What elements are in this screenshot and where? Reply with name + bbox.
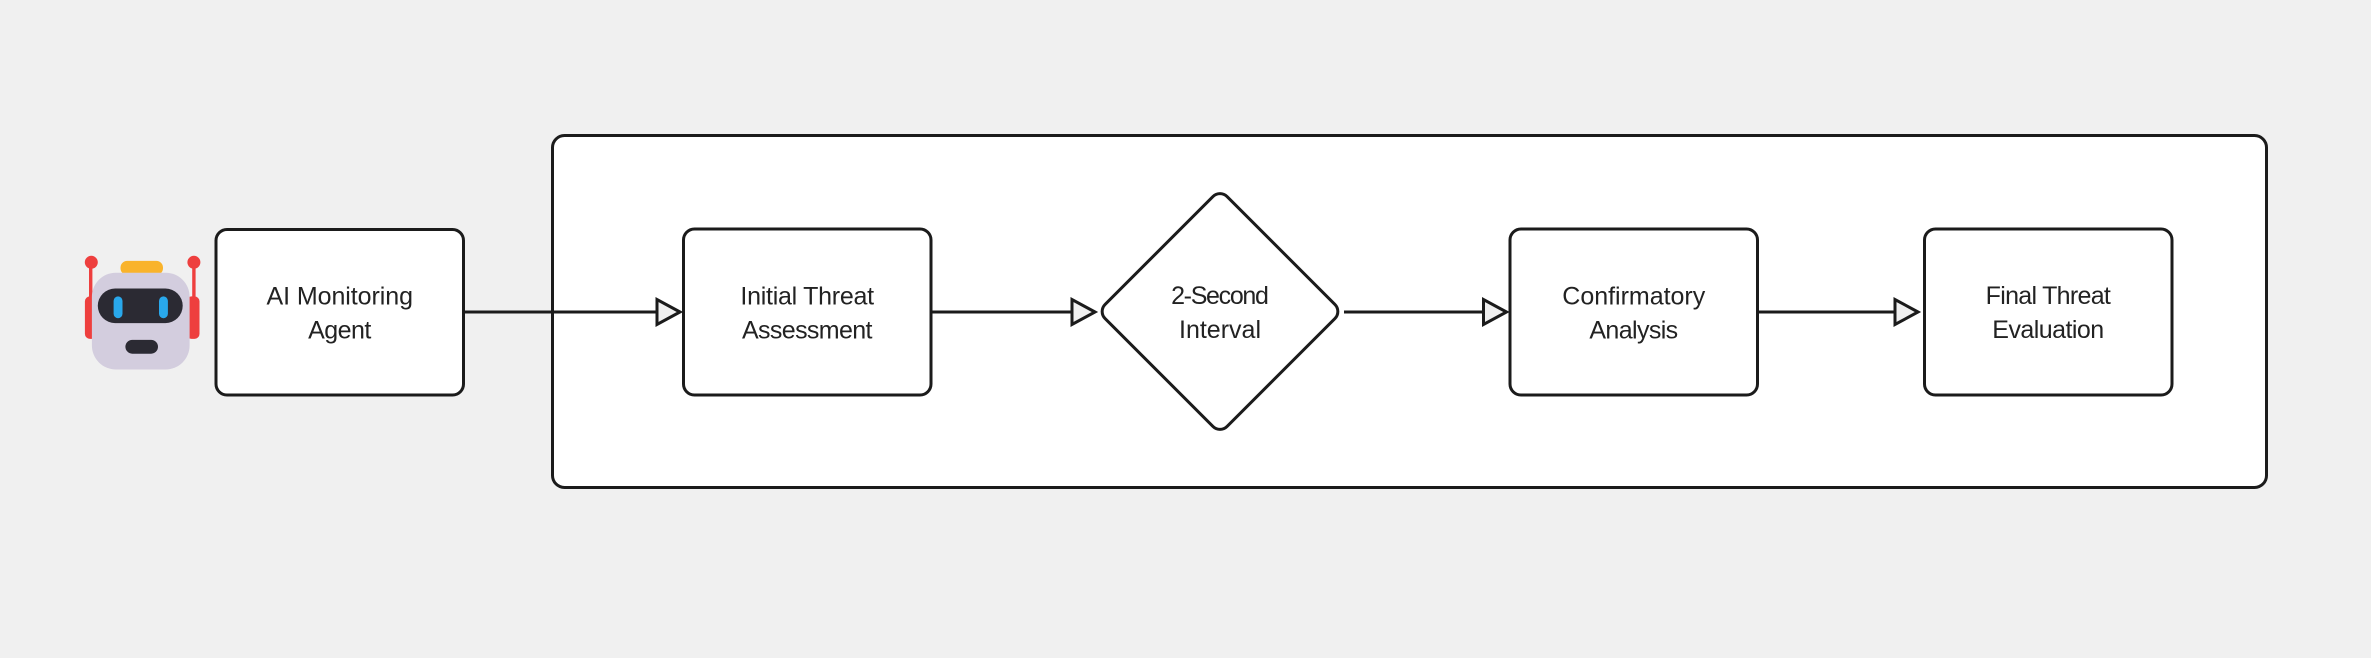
svg-text:Evaluation: Evaluation bbox=[1992, 316, 2104, 344]
svg-text:AI Monitoring: AI Monitoring bbox=[267, 282, 414, 310]
svg-text:Assessment: Assessment bbox=[742, 317, 873, 345]
svg-text:Analysis: Analysis bbox=[1589, 317, 1678, 345]
svg-text:Interval: Interval bbox=[1179, 316, 1261, 344]
svg-text:Final Threat: Final Threat bbox=[1986, 282, 2111, 310]
svg-text:Confirmatory: Confirmatory bbox=[1562, 283, 1705, 311]
svg-text:Agent: Agent bbox=[308, 316, 371, 344]
svg-text:Initial Threat: Initial Threat bbox=[740, 283, 874, 311]
svg-text:2-Second: 2-Second bbox=[1171, 282, 1269, 310]
